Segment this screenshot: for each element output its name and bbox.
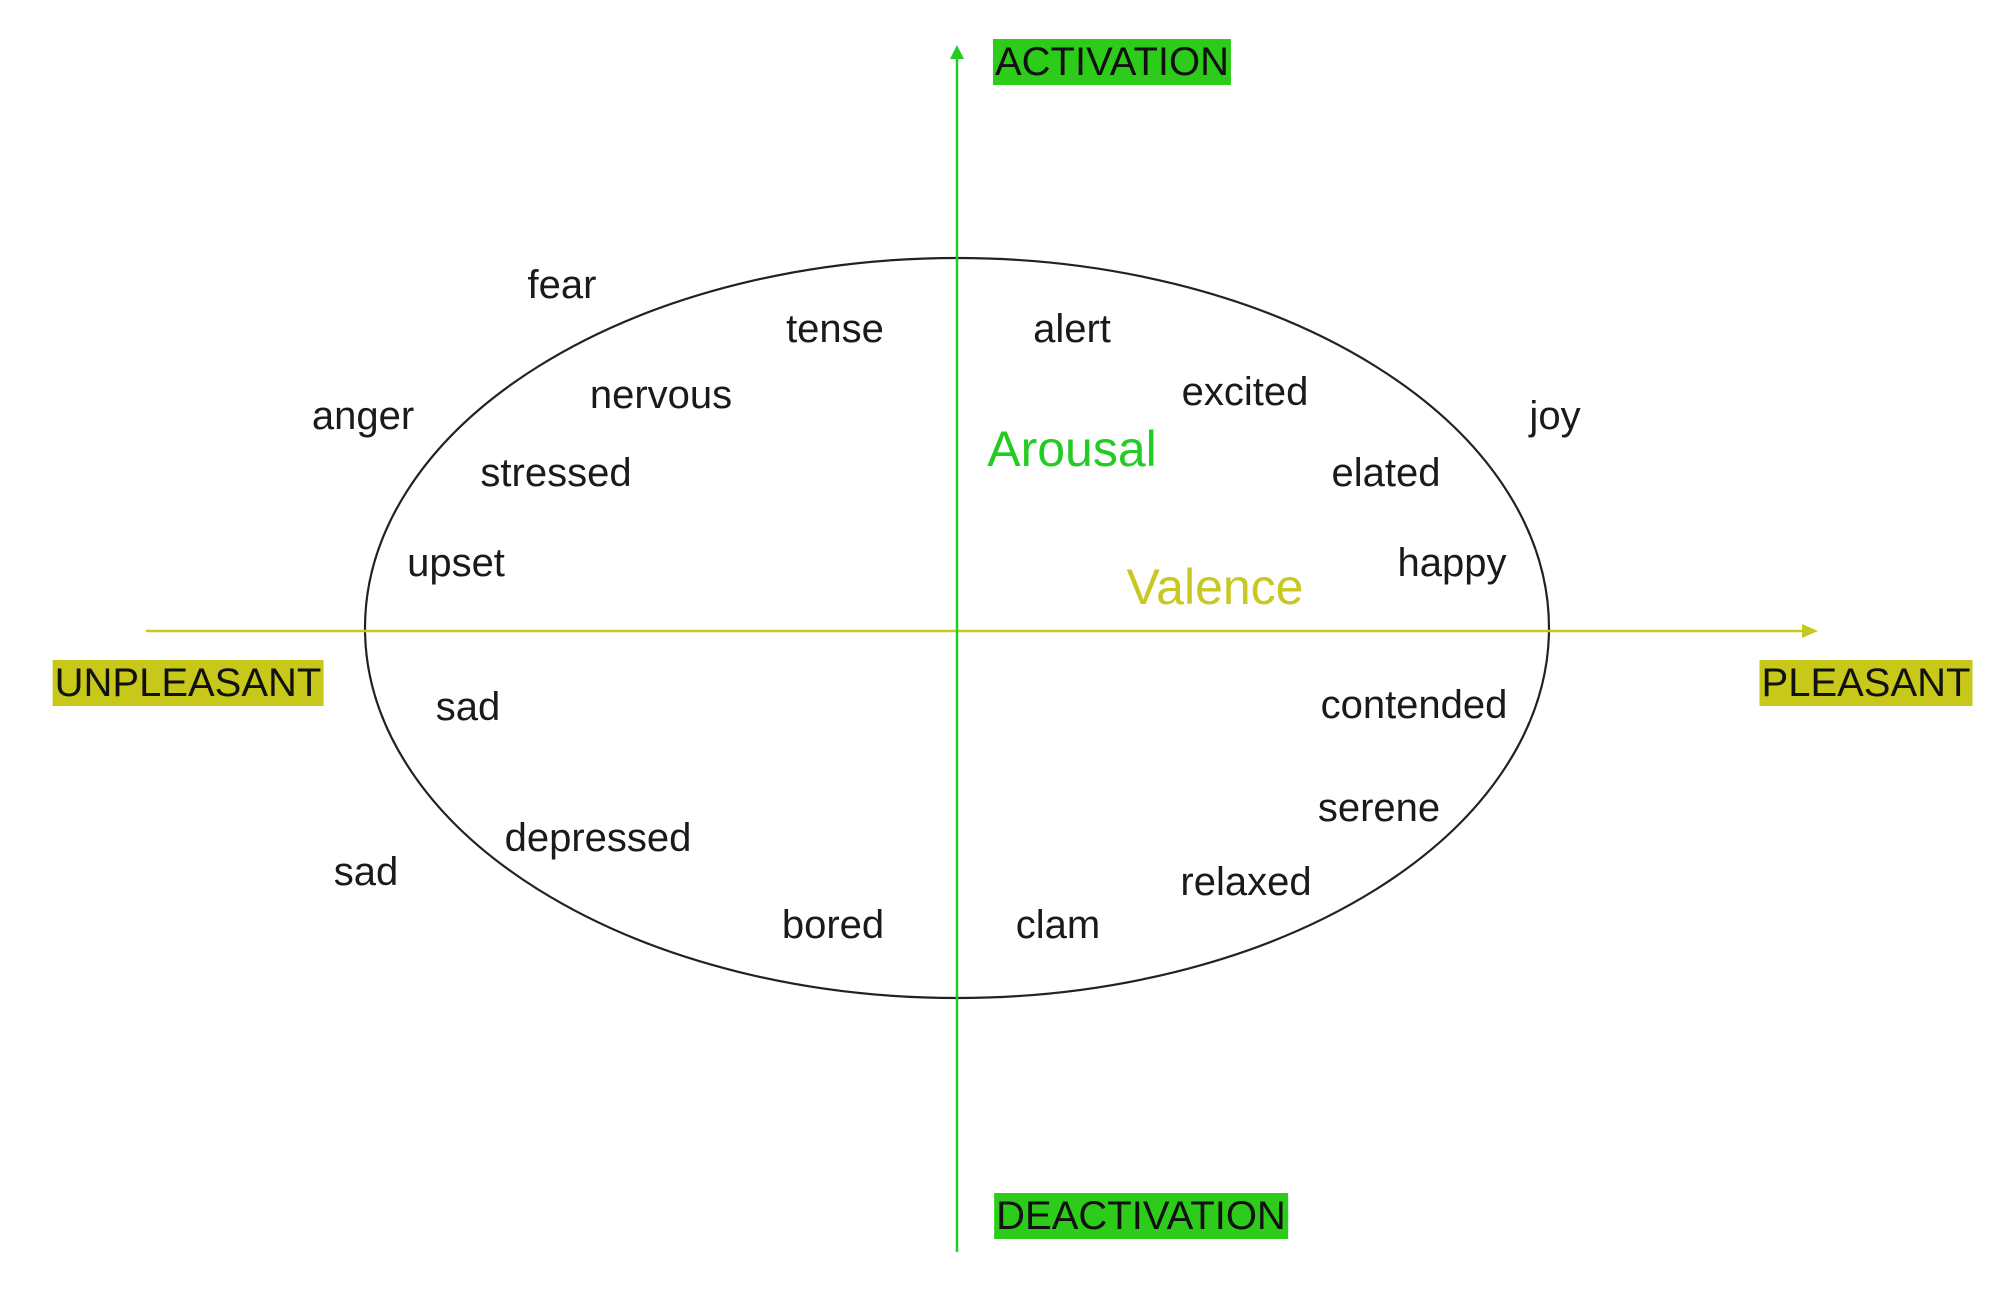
emotion-depressed: depressed: [504, 816, 692, 860]
arousal-title: Arousal: [987, 421, 1157, 477]
emotion-tense: tense: [786, 307, 884, 351]
emotion-relaxed: relaxed: [1180, 860, 1312, 904]
emotion-anger: anger: [311, 394, 415, 438]
pleasant-label: PLEASANT: [1759, 660, 1973, 706]
emotion-contended: contended: [1320, 683, 1508, 727]
emotion-nervous: nervous: [589, 373, 733, 417]
deactivation-label: DEACTIVATION: [994, 1193, 1288, 1239]
emotion-serene: serene: [1317, 786, 1441, 830]
valence-title: Valence: [1126, 559, 1304, 615]
emotion-happy: happy: [1397, 541, 1507, 585]
emotion-excited: excited: [1181, 370, 1309, 414]
emotion-elated: elated: [1331, 451, 1441, 495]
emotion-fear: fear: [527, 263, 597, 307]
emotion-alert: alert: [1033, 307, 1111, 351]
unpleasant-label: UNPLEASANT: [52, 660, 324, 706]
emotion-joy: joy: [1529, 394, 1581, 438]
emotion-sad-inner: sad: [435, 685, 501, 729]
emotion-stressed: stressed: [480, 451, 632, 495]
emotion-upset: upset: [407, 541, 505, 585]
emotion-bored: bored: [781, 903, 885, 947]
emotion-sad-outer: sad: [333, 850, 399, 894]
activation-label: ACTIVATION: [992, 39, 1232, 85]
emotion-clam: clam: [1015, 903, 1101, 947]
